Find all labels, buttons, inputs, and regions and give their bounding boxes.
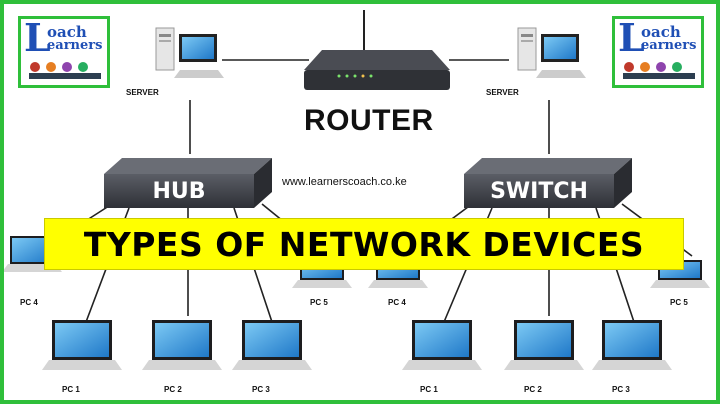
logo-word-2: earners bbox=[47, 38, 103, 53]
logo-letter: L bbox=[618, 16, 645, 60]
laptop-pc2-right-icon bbox=[504, 320, 584, 370]
pc-label-left-pc5: PC 5 bbox=[310, 298, 328, 307]
server-left-icon bbox=[155, 27, 224, 78]
server-right-icon bbox=[517, 27, 586, 78]
router-label: ROUTER bbox=[304, 104, 434, 137]
logo-people-icon bbox=[623, 62, 695, 79]
logo-word-1: oach bbox=[641, 23, 681, 41]
laptop-pc1-right-icon bbox=[402, 320, 482, 370]
title-banner: TYPES OF NETWORK DEVICES bbox=[44, 218, 684, 270]
pc-label-left-pc2: PC 2 bbox=[164, 385, 182, 394]
server-right-label: SERVER bbox=[486, 88, 519, 97]
logo-word-2: earners bbox=[641, 38, 697, 53]
logo-people-icon bbox=[29, 62, 101, 79]
pc-label-left-pc4: PC 4 bbox=[20, 298, 38, 307]
laptop-pc3-right-icon bbox=[592, 320, 672, 370]
logo-right: L oach earners bbox=[612, 16, 704, 88]
pc-label-right-pc3: PC 3 bbox=[612, 385, 630, 394]
pc-label-right-pc4: PC 4 bbox=[388, 298, 406, 307]
pc-label-right-pc1: PC 1 bbox=[420, 385, 438, 394]
hub-icon bbox=[104, 158, 272, 208]
server-left-label: SERVER bbox=[126, 88, 159, 97]
pc-label-right-pc2: PC 2 bbox=[524, 385, 542, 394]
logo-left: L oach earners bbox=[18, 16, 110, 88]
laptop-pc1-left-icon bbox=[42, 320, 122, 370]
pc-label-left-pc1: PC 1 bbox=[62, 385, 80, 394]
laptop-pc3-left-icon bbox=[232, 320, 312, 370]
router-icon bbox=[304, 10, 450, 90]
logo-letter: L bbox=[24, 16, 51, 60]
hub-label: HUB bbox=[152, 179, 206, 204]
switch-icon bbox=[464, 158, 632, 208]
logo-word-1: oach bbox=[47, 23, 87, 41]
website-url: www.learnerscoach.co.ke bbox=[282, 176, 407, 188]
switch-label: SWITCH bbox=[490, 179, 588, 204]
pc-label-left-pc3: PC 3 bbox=[252, 385, 270, 394]
pc-label-right-pc5: PC 5 bbox=[670, 298, 688, 307]
laptop-pc2-left-icon bbox=[142, 320, 222, 370]
